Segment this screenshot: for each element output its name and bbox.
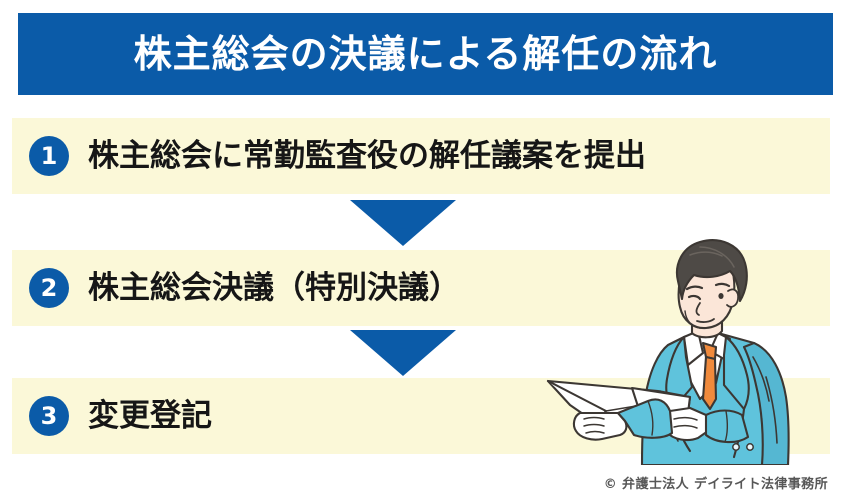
flow-step-3: 3 変更登記 (12, 378, 830, 454)
arrow-triangle-1 (350, 200, 456, 246)
step-label-2: 株主総会決議（特別決議） (88, 269, 460, 306)
step-number-badge-2: 2 (29, 268, 69, 308)
flow-step-1: 1 株主総会に常勤監査役の解任議案を提出 (12, 118, 830, 194)
arrow-triangle-2 (350, 330, 456, 376)
page-title: 株主総会の決議による解任の流れ (133, 32, 718, 76)
step-number-badge-1: 1 (29, 136, 69, 176)
step-label-1: 株主総会に常勤監査役の解任議案を提出 (88, 137, 646, 174)
header-bar: 株主総会の決議による解任の流れ (18, 13, 833, 95)
arrow-down-icon-2 (350, 330, 456, 376)
step-number-badge-3: 3 (29, 396, 69, 436)
arrow-down-icon-1 (350, 200, 456, 246)
copyright-credit: © 弁護士法人 デイライト法律事務所 (603, 477, 828, 492)
step-label-3: 変更登記 (88, 397, 212, 434)
flow-step-2: 2 株主総会決議（特別決議） (12, 250, 830, 326)
